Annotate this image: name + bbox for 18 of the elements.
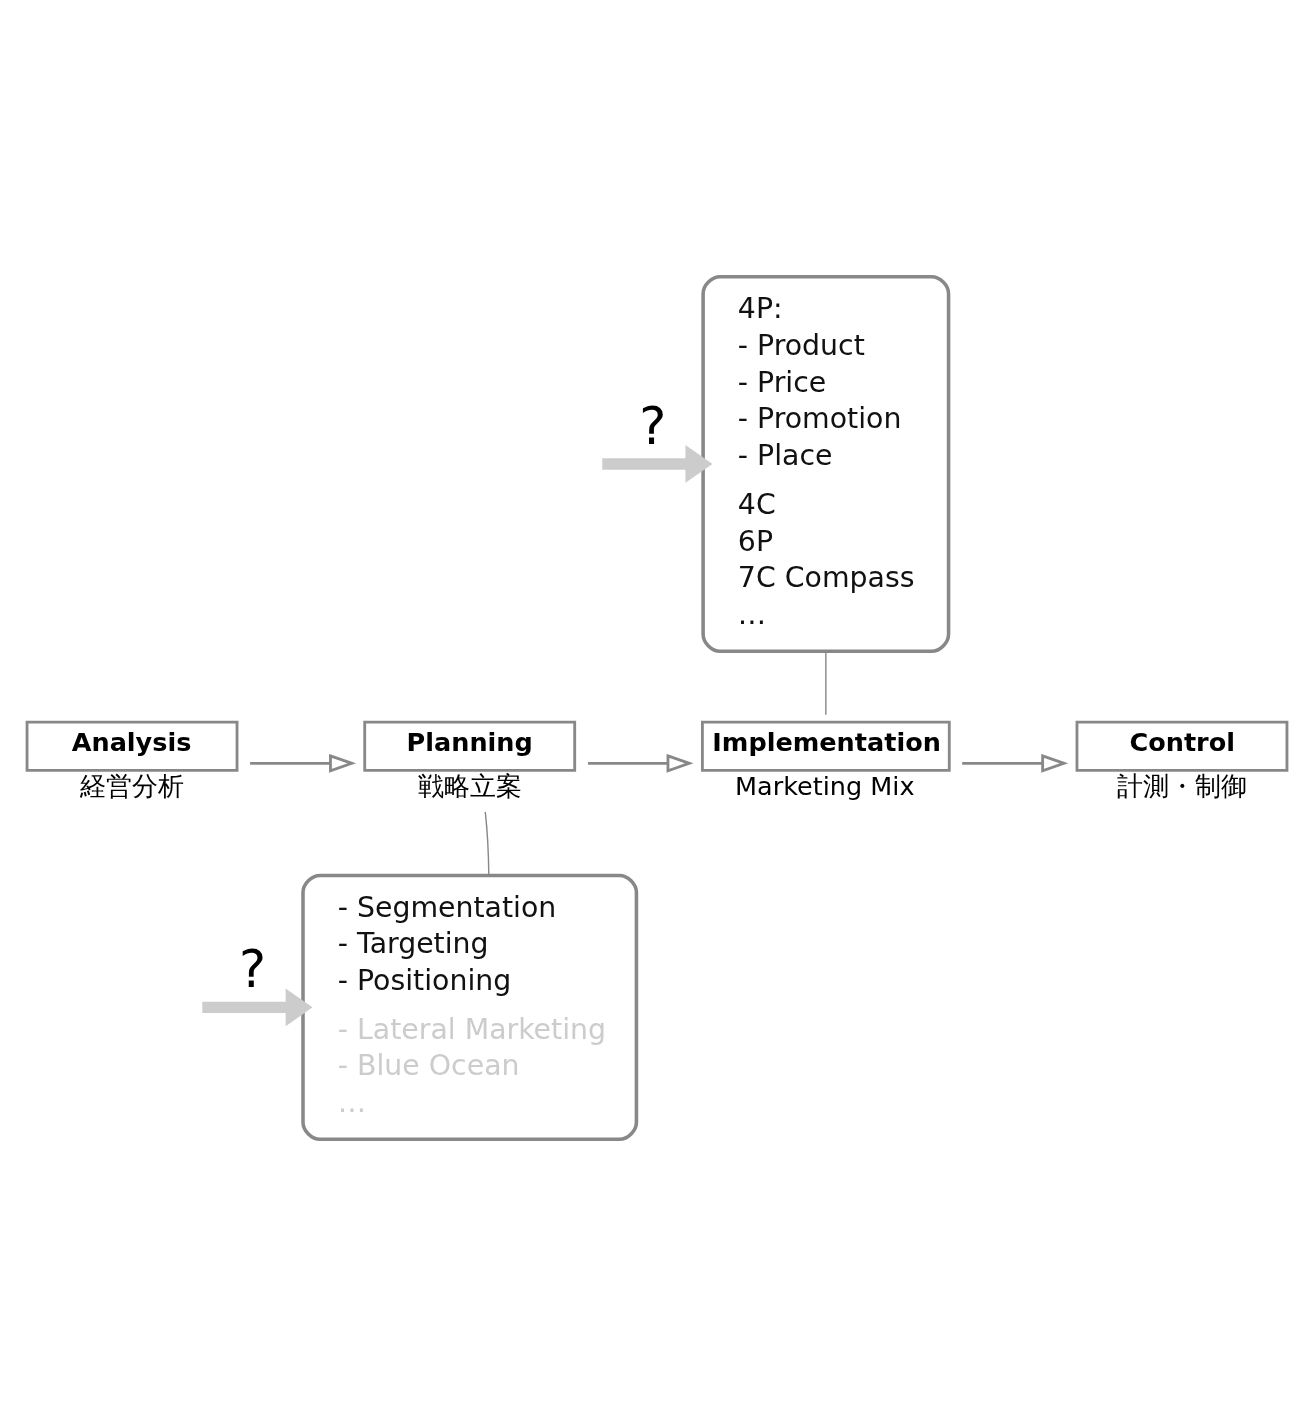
connector xyxy=(484,811,490,876)
node-box: Analysis xyxy=(25,720,239,772)
arrow xyxy=(202,988,313,1027)
node-label: 戦略立案 xyxy=(417,771,522,802)
arrow xyxy=(587,753,694,773)
node-label: Marketing Mix xyxy=(735,771,915,802)
node-box: Planning xyxy=(363,720,577,772)
node-label: 経営分析 xyxy=(80,771,185,802)
node-box: 4P: - Product - Price - Promotion - Place 4C 6P 7C Compass … xyxy=(701,274,951,654)
edge-label: ? xyxy=(639,396,667,456)
node-label: 計測・制御 xyxy=(1117,771,1248,802)
connector xyxy=(825,650,827,716)
arrow xyxy=(250,753,357,773)
arrow xyxy=(602,445,713,483)
edge-label: ? xyxy=(239,940,267,1000)
node-box: Control xyxy=(1075,720,1289,772)
node-box: Implementation xyxy=(701,720,951,772)
arrow xyxy=(962,753,1069,773)
